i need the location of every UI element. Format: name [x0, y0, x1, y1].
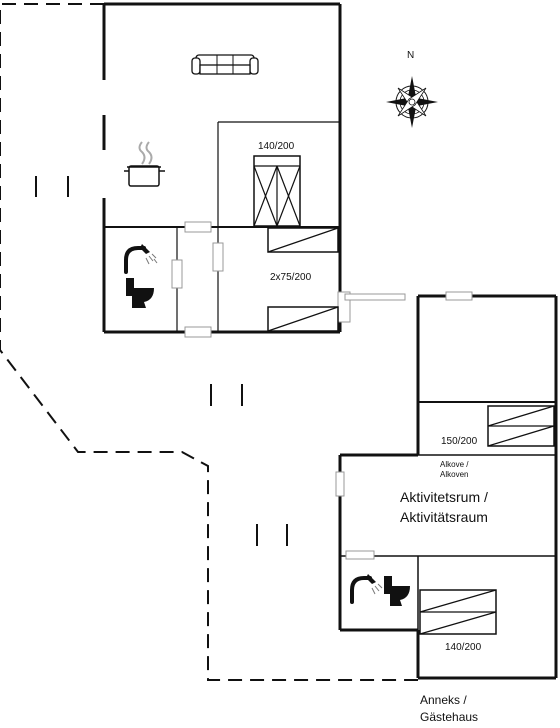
bed-alcove	[487, 405, 555, 447]
bed-double-annex	[419, 589, 497, 635]
activity-room-label-line1: Aktivitetsrum /	[400, 489, 488, 505]
compass-rose-icon	[386, 76, 438, 128]
main-house	[102, 2, 406, 338]
annex-toilet-icon	[384, 576, 410, 606]
terrace-outline	[0, 3, 418, 681]
bed-double-annex-label: 140/200	[445, 642, 482, 653]
activity-room-label-line2: Aktivitätsraum	[400, 509, 488, 525]
bed-double-main-label: 140/200	[258, 141, 295, 152]
toilet-icon	[126, 278, 154, 308]
sofa-icon	[191, 54, 259, 75]
bed-twin-label: 2x75/200	[270, 272, 312, 283]
alcove-label-line1: Alkove /	[440, 460, 469, 469]
bed-twin-upper	[267, 227, 339, 253]
terrace-marks	[35, 176, 288, 546]
cooking-pot-icon	[124, 141, 165, 187]
shower-icon	[124, 244, 158, 274]
annex-name-line1: Anneks /	[420, 693, 467, 707]
bed-double-main	[253, 155, 301, 227]
annex-name-line2: Gästehaus	[420, 710, 478, 724]
alcove-label-line2: Alkoven	[440, 470, 468, 479]
bed-twin-lower	[267, 306, 339, 332]
bed-alcove-label: 150/200	[441, 436, 478, 447]
annex-shower-icon	[350, 574, 383, 604]
annex	[335, 291, 558, 680]
compass-north-label: N	[407, 50, 414, 61]
